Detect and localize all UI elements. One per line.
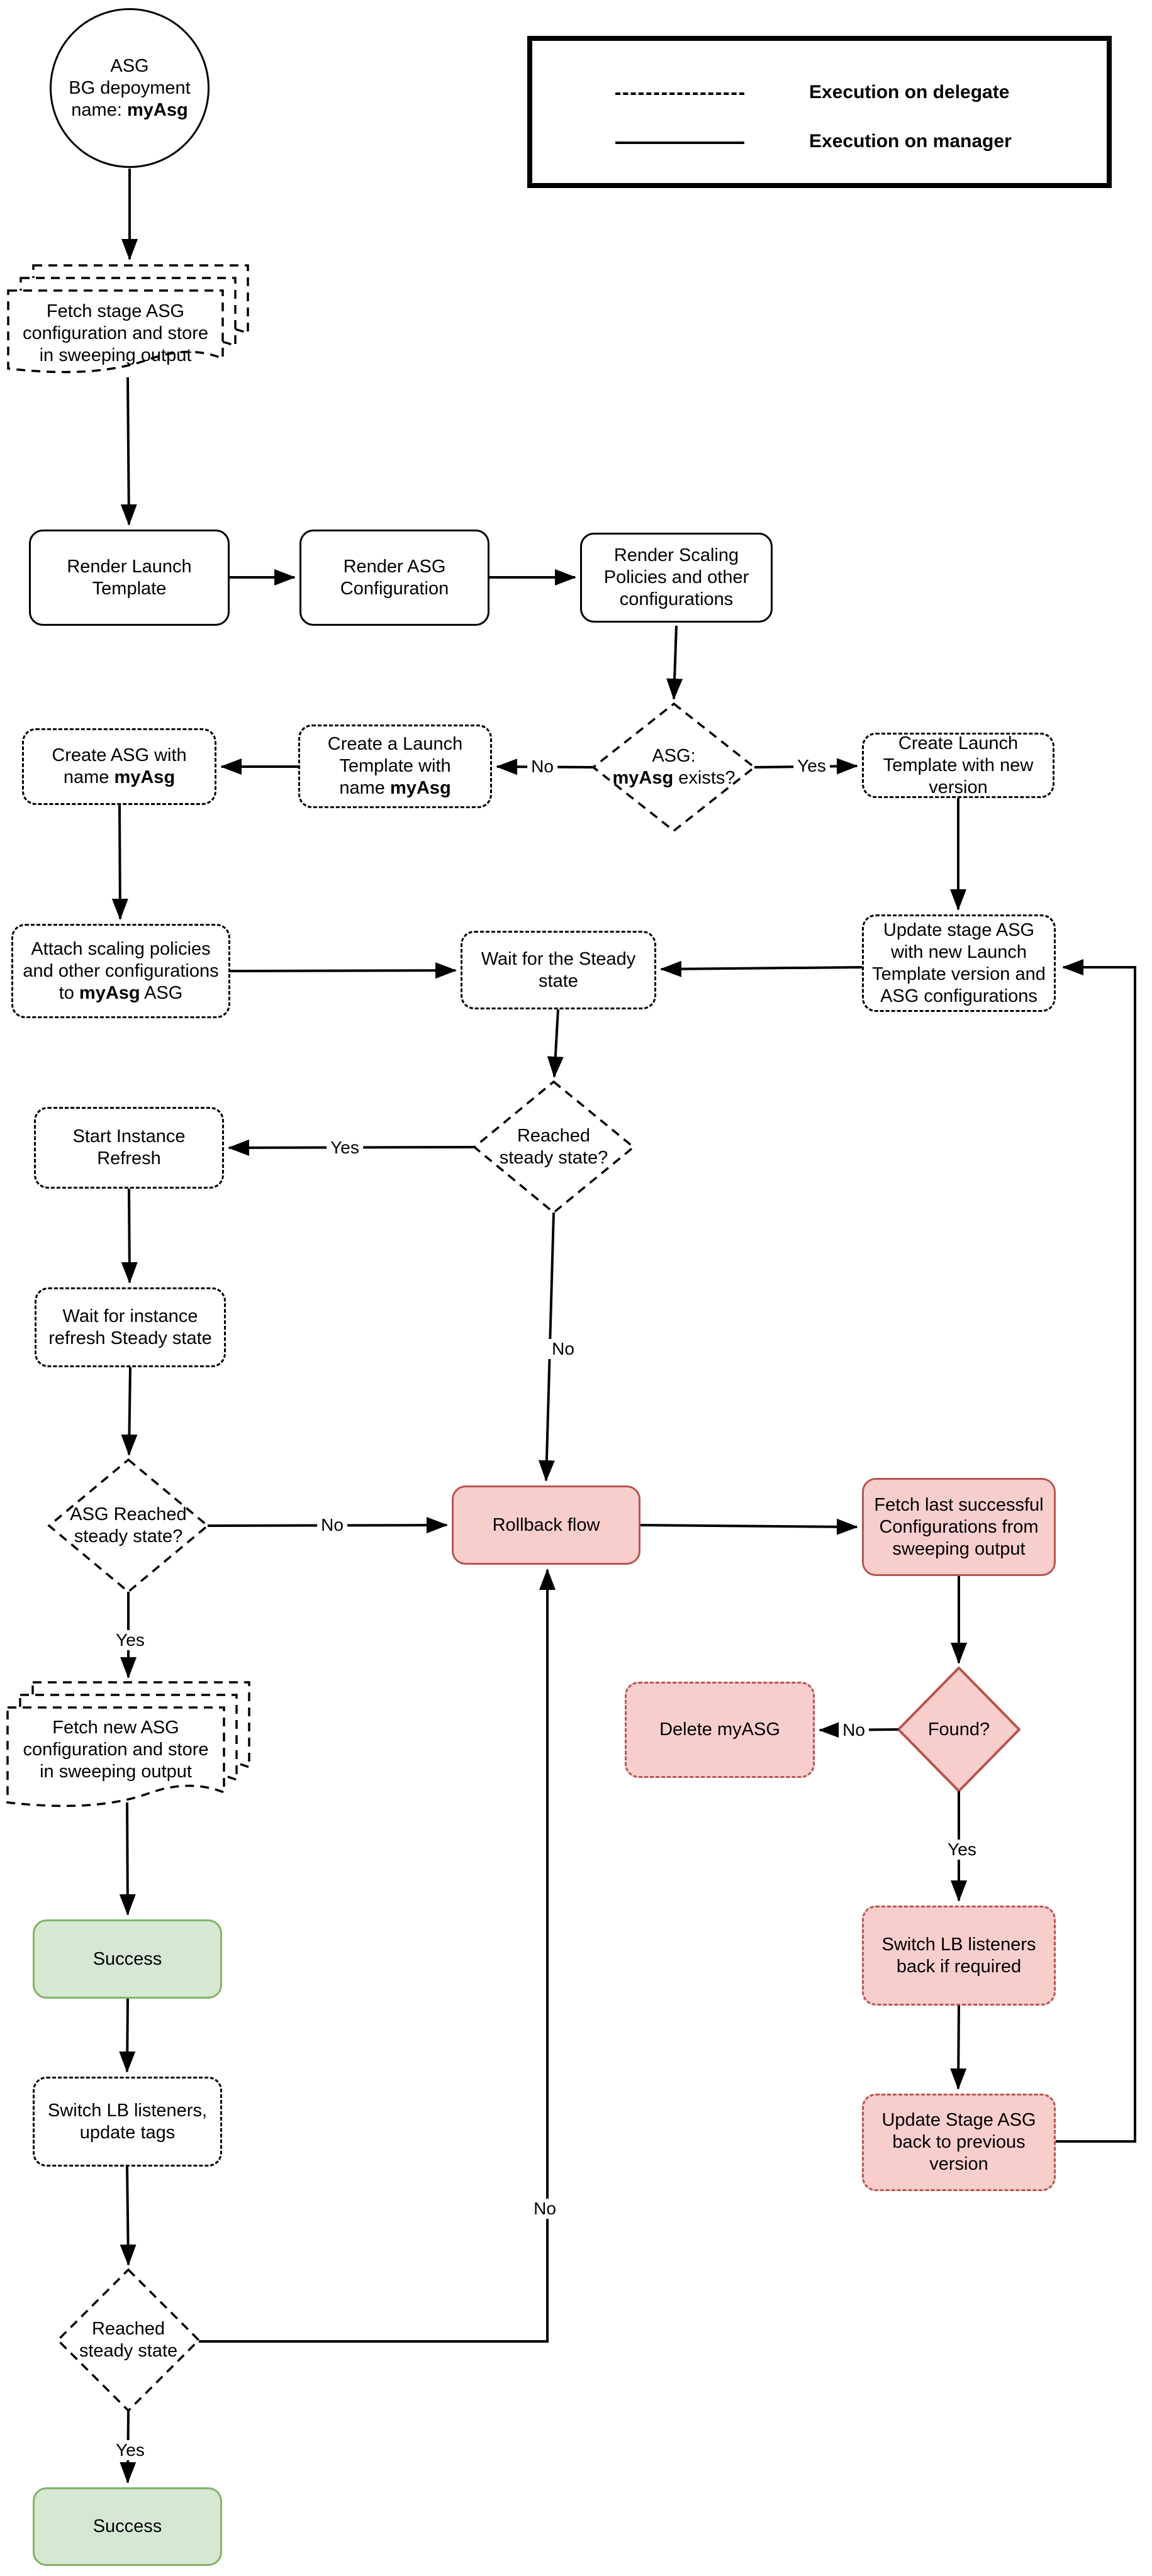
node-found-label: Found? [927,1719,990,1740]
node-rollback-flow: Rollback flow [452,1485,640,1565]
edge-label-asg-steady-yes: Yes [112,1630,148,1650]
legend-manager-label: Execution on manager [809,131,1012,152]
edge-waitrefresh-to-asgsteady [121,1367,138,1456]
edge-label-found-yes: Yes [944,1840,980,1860]
edge-label-asg-exists-yes: Yes [793,756,830,776]
edge-renderscaling-to-asgexists [666,625,683,700]
reached-steady-diamond-shape [473,1080,635,1214]
edge-updatestage-to-wait [660,960,863,977]
node-delete-myasg: Delete myASG [625,1682,815,1778]
legend-box: Execution on delegate Execution on manag… [527,36,1112,188]
fetch-stage-doc-shape [7,264,249,374]
solid-line-sample [615,142,744,144]
edge-label-reached-steady-no: No [548,1339,578,1359]
edge-rollback-to-fetchlast [640,1518,858,1535]
edge-attach-to-wait [230,962,457,979]
legend-delegate-label: Execution on delegate [809,82,1010,103]
edge-fetchstage-to-renderlaunch [120,377,137,526]
edge-label-reached-steady-yes: Yes [327,1138,363,1158]
edge-wait-to-reachedsteady [547,1009,564,1078]
edge-label-asg-steady-no: No [317,1515,347,1535]
node-asg-exists-label: ASG:myAsg exists? [612,746,735,788]
dashed-line-sample [615,92,744,95]
edge-label-found-no: No [839,1720,869,1740]
edge-fetchnew-to-success [119,1802,136,1916]
edge-switchlbtags-to-final [120,2166,137,2266]
asg-exists-diamond-shape [591,702,756,833]
edge-label-final-yes: Yes [112,2440,148,2460]
asg-reached-steady-diamond-shape [47,1458,210,1594]
node-success-mid: Success [33,1919,222,1999]
edge-final-no-loop [199,1568,556,2343]
edge-label-asg-exists-no: No [527,757,557,777]
edge-label-final-no: No [530,2199,560,2219]
edge-success-to-switchlbtags [119,1998,136,2073]
node-success-end: Success [33,2487,222,2566]
edge-startrefresh-to-waitrefresh [121,1188,138,1284]
edge-updateback-loop [1056,959,1136,2143]
node-switch-lb-listeners-tags: Switch LB listeners,update tags [33,2077,222,2167]
fetch-new-doc-shape [6,1681,250,1807]
edge-switchlbback-to-updateback [950,2005,967,2090]
